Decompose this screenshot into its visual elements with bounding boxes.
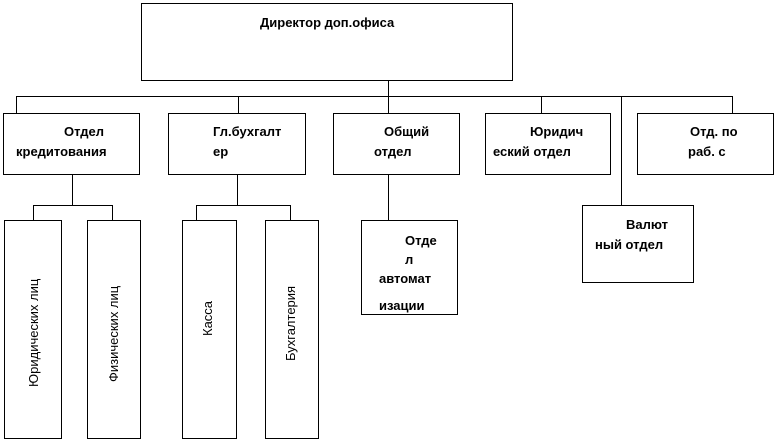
department-general-line2: отдел bbox=[374, 144, 412, 159]
department-legal-line2: еский отдел bbox=[493, 144, 571, 159]
department-work-with-line2: раб. с bbox=[688, 144, 726, 159]
department-credit-line2: кредитования bbox=[16, 144, 107, 159]
department-credit: Отдел кредитования bbox=[3, 113, 140, 175]
department-chief-accountant-line2: ер bbox=[213, 144, 229, 159]
unit-cash-label: Касса bbox=[200, 300, 215, 336]
department-currency-line1: Валют bbox=[626, 217, 669, 232]
department-chief-accountant: Гл.бухгалт ер bbox=[168, 113, 306, 175]
unit-accounting-label: Бухгалтерия bbox=[283, 285, 298, 361]
unit-automation-line2: л bbox=[405, 252, 414, 267]
department-currency-line2: ный отдел bbox=[595, 237, 664, 252]
department-general: Общий отдел bbox=[333, 113, 460, 175]
unit-automation-line1: Отде bbox=[405, 233, 437, 248]
unit-individuals-label: Физических лиц bbox=[106, 285, 121, 382]
director-box: Директор доп.офиса bbox=[141, 3, 513, 81]
department-work-with-line1: Отд. по bbox=[690, 124, 738, 139]
department-currency: Валют ный отдел bbox=[582, 205, 694, 283]
unit-cash: Касса bbox=[182, 220, 237, 439]
department-credit-line1: Отдел bbox=[64, 124, 105, 139]
department-legal-line1: Юридич bbox=[530, 124, 584, 139]
unit-automation-line4: изации bbox=[379, 298, 425, 313]
department-chief-accountant-line1: Гл.бухгалт bbox=[213, 124, 282, 139]
department-work-with: Отд. по раб. с bbox=[637, 113, 774, 175]
director-label: Директор доп.офиса bbox=[260, 15, 395, 30]
unit-accounting: Бухгалтерия bbox=[265, 220, 319, 439]
unit-individuals: Физических лиц bbox=[87, 220, 141, 439]
unit-legal-entities-label: Юридических лиц bbox=[26, 278, 41, 387]
unit-automation: Отде л автомат изации bbox=[361, 220, 458, 315]
unit-legal-entities: Юридических лиц bbox=[4, 220, 62, 439]
department-legal: Юридич еский отдел bbox=[485, 113, 611, 175]
department-general-line1: Общий bbox=[384, 124, 430, 139]
unit-automation-line3: автомат bbox=[379, 271, 432, 286]
